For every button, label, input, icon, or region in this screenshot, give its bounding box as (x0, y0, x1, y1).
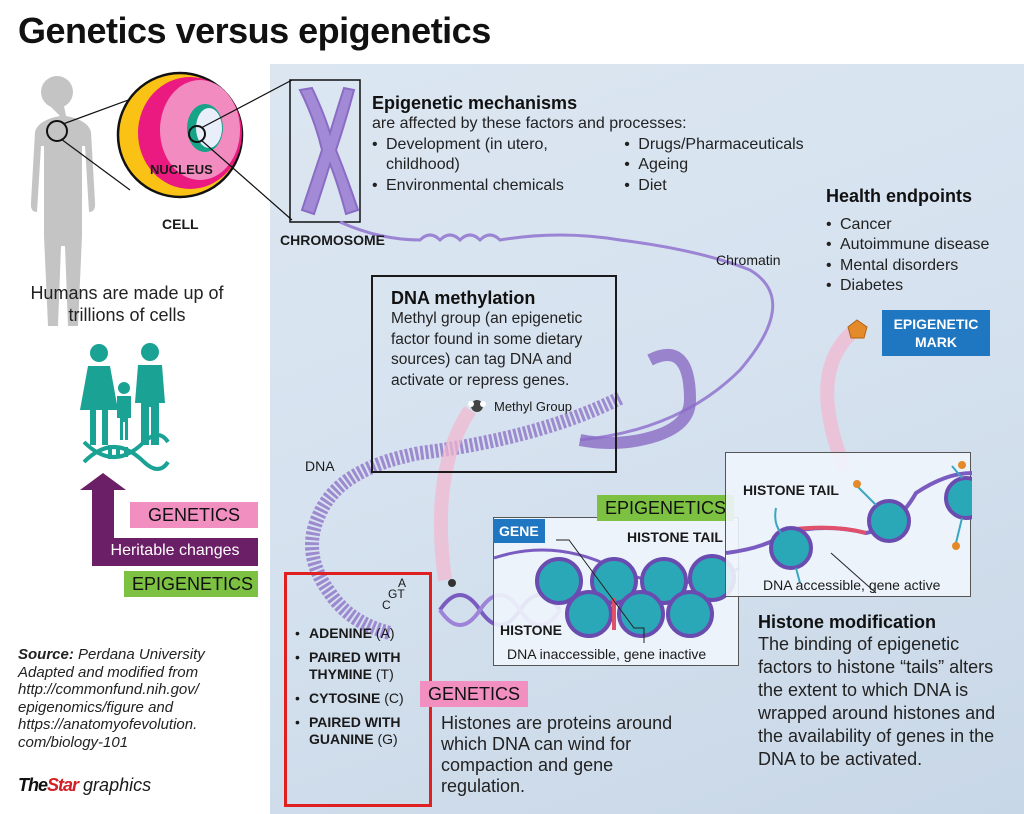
genetics-tag: GENETICS (130, 502, 258, 528)
histone-modification-title: Histone modification (758, 612, 937, 632)
methylation-text: Methyl group (an epigenetic factor found… (391, 310, 583, 389)
histones-description: Histones are proteins around which DNA c… (441, 713, 673, 796)
source-text: Perdana University Adapted and modified … (18, 646, 205, 751)
histone-tail-label: HISTONE TAIL (627, 529, 723, 545)
heritable-changes-tag: Heritable changes (92, 538, 258, 564)
epigenetic-mark-tag: EPIGENETIC MARK (882, 310, 990, 356)
dna-accessible-label: DNA accessible, gene active (763, 577, 941, 593)
base-item: ADENINE (A) (295, 625, 421, 642)
base-letters: A GT C (382, 576, 407, 612)
human-silhouette-icon (30, 76, 96, 326)
epigenetic-mark-icon (847, 319, 868, 339)
brand-graphics: graphics (83, 775, 152, 795)
zoom-circle-body (46, 120, 68, 142)
mechanisms-list-1: Development (in utero, childhood) Enviro… (372, 135, 624, 197)
dna-inaccessible-label: DNA inaccessible, gene inactive (507, 646, 707, 662)
mechanism-item: Ageing (624, 155, 832, 176)
dna-helix-icon (82, 433, 170, 471)
mechanism-item: Environmental chemicals (372, 176, 624, 197)
cell-label: CELL (162, 216, 199, 232)
histone-modification-text: The binding of epigenetic factors to his… (758, 634, 996, 769)
page-title: Genetics versus epigenetics (18, 10, 491, 51)
mechanisms-subtitle: are affected by these factors and proces… (372, 115, 687, 132)
dna-bases-box: ADENINE (A) PAIRED WITH THYMINE (T) CYTO… (284, 572, 432, 807)
dna-methylation-box: DNA methylation Methyl group (an epigene… (371, 275, 617, 473)
base-item: PAIRED WITH GUANINE (G) (295, 714, 421, 748)
methylation-title: DNA methylation (391, 288, 536, 308)
histone-tail-label-2: HISTONE TAIL (743, 482, 839, 498)
health-title: Health endpoints (826, 186, 973, 206)
dna-label: DNA (305, 458, 335, 474)
mark-arrow (820, 324, 860, 473)
methyl-group-label: Methyl Group (494, 399, 573, 414)
nucleus-label: NUCLEUS (150, 162, 213, 177)
source-label: Source: (18, 646, 74, 663)
epigenetics-tag-middle: EPIGENETICS (597, 495, 735, 521)
brand-logo: TheStar graphics (18, 775, 151, 796)
chromosome-label: CHROMOSOME (280, 232, 385, 248)
cell-icon (116, 71, 244, 199)
histone-modification: Histone modification The binding of epig… (758, 611, 1018, 771)
histone-label: HISTONE (500, 622, 562, 638)
humans-caption: Humans are made up of trillions of cells (30, 283, 224, 325)
mechanism-item: Diet (624, 176, 832, 197)
methyl-arrow (433, 406, 476, 581)
active-gene-box (725, 452, 988, 597)
base-item: PAIRED WITH THYMINE (T) (295, 649, 421, 683)
source-credit: Source: Perdana University Adapted and m… (18, 646, 258, 751)
gene-tag: GENE (493, 519, 545, 543)
genetics-tag-middle: GENETICS (420, 681, 529, 707)
health-item: Cancer (826, 215, 1024, 236)
epigenetics-tag: EPIGENETICS (124, 571, 258, 597)
brand-star: Star (47, 775, 79, 795)
health-endpoints: Health endpoints Cancer Autoimmune disea… (826, 186, 1024, 297)
health-item: Diabetes (826, 276, 1024, 297)
chromosome-icon (298, 86, 360, 216)
health-item: Mental disorders (826, 256, 1024, 277)
chromatin-strand (339, 220, 775, 442)
mechanisms-title: Epigenetic mechanisms (372, 93, 578, 113)
base-item: CYTOSINE (C) (295, 690, 421, 707)
mechanisms-list-2: Drugs/Pharmaceuticals Ageing Diet (624, 135, 832, 197)
mechanism-item: Development (in utero, childhood) (372, 135, 624, 176)
mechanism-item: Drugs/Pharmaceuticals (624, 135, 832, 156)
brand-the: The (18, 775, 48, 795)
chromatin-label: Chromatin (716, 252, 781, 268)
health-item: Autoimmune disease (826, 235, 1024, 256)
epigenetic-mechanisms: Epigenetic mechanisms are affected by th… (372, 92, 832, 196)
methyl-group-icon (471, 400, 483, 412)
family-icon (80, 343, 165, 445)
